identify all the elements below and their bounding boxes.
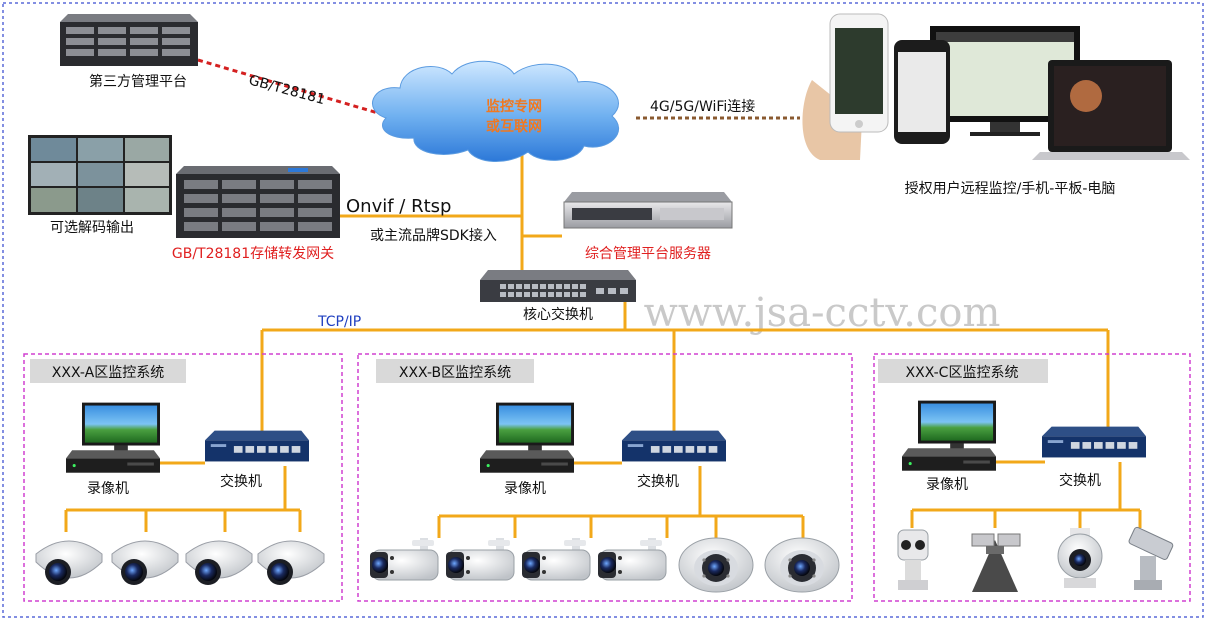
ir-dome-camera-icon xyxy=(764,537,840,593)
monitor-icon xyxy=(496,402,574,452)
monitor-icon xyxy=(82,402,160,452)
ptz-box-camera-icon xyxy=(1128,526,1174,590)
core-switch-label: 核心交换机 xyxy=(523,306,593,323)
zone-a-title: XXX-A区监控系统 xyxy=(52,365,164,381)
remote-users-label: 授权用户远程监控/手机-平板-电脑 xyxy=(905,180,1116,197)
third-party-server-icon xyxy=(60,14,198,66)
poe-switch-icon xyxy=(1042,426,1146,458)
mgmt-server-label: 综合管理平台服务器 xyxy=(585,246,711,262)
nvr-icon xyxy=(480,450,574,473)
ptz-thermal-camera-icon xyxy=(897,529,929,590)
zone-b-border xyxy=(357,353,853,602)
zone-b-title: XXX-B区监控系统 xyxy=(399,365,511,381)
network-cables xyxy=(64,155,1142,538)
zone-c-border xyxy=(873,353,1191,602)
core-switch-icon xyxy=(480,270,636,302)
zone-c-switch-label: 交换机 xyxy=(1059,472,1101,489)
nvr-icon xyxy=(902,448,996,471)
cloud-icon xyxy=(372,60,619,163)
video-wall-icon xyxy=(28,135,172,215)
zone-a-recorder-label: 录像机 xyxy=(87,481,129,497)
gb-link-label: GB/T28181 xyxy=(247,72,327,108)
monitor-icon xyxy=(918,400,996,450)
remote-devices-icon xyxy=(802,13,1190,160)
poe-switch-icon xyxy=(622,430,726,462)
sdk-label: 或主流品牌SDK接入 xyxy=(370,227,497,244)
zone-b-title-bg xyxy=(376,359,534,383)
zone-b: XXX-B区监控系统 录像机 交换机 xyxy=(357,353,853,602)
zone-a-switch-label: 交换机 xyxy=(220,473,262,490)
management-server-icon xyxy=(563,192,733,229)
dome-camera-icon xyxy=(185,540,253,586)
zone-a-title-bg xyxy=(30,359,186,383)
high-point-camera-icon xyxy=(971,533,1021,592)
third-party-label: 第三方管理平台 xyxy=(89,73,187,90)
bullet-camera-icon xyxy=(369,538,439,581)
gateway-label: GB/T28181存储转发网关 xyxy=(172,246,334,262)
bullet-camera-icon xyxy=(597,538,667,581)
gateway-storage-icon xyxy=(176,166,340,238)
zone-b-recorder-label: 录像机 xyxy=(504,481,546,497)
poe-switch-icon xyxy=(205,430,309,462)
cloud-label-line1: 监控专网 xyxy=(486,98,542,115)
zone-a: XXX-A区监控系统 录像机 交换机 xyxy=(23,353,343,602)
watermark-text: www.jsa-cctv.com xyxy=(644,290,1001,336)
speed-dome-camera-icon xyxy=(1057,528,1103,588)
tcpip-label: TCP/IP xyxy=(317,314,361,330)
zone-c: XXX-C区监控系统 录像机 交换机 xyxy=(873,353,1191,602)
nvr-icon xyxy=(66,450,160,473)
zone-a-border xyxy=(23,353,343,602)
zone-c-title-bg xyxy=(878,359,1048,383)
dome-camera-icon xyxy=(257,540,325,586)
dome-camera-icon xyxy=(111,540,179,586)
ir-dome-camera-icon xyxy=(678,537,754,593)
onvif-label: Onvif / Rtsp xyxy=(346,196,451,217)
bullet-camera-icon xyxy=(445,538,515,581)
gb-dashed-link xyxy=(197,58,379,115)
decode-output-label: 可选解码输出 xyxy=(50,220,134,236)
wifi-link-label: 4G/5G/WiFi连接 xyxy=(650,98,755,115)
zone-c-recorder-label: 录像机 xyxy=(926,477,968,493)
dome-camera-icon xyxy=(35,540,103,586)
zone-b-switch-label: 交换机 xyxy=(637,473,679,490)
zone-c-title: XXX-C区监控系统 xyxy=(906,365,1019,381)
cloud-label-line2: 或互联网 xyxy=(486,118,542,135)
bullet-camera-icon xyxy=(521,538,591,581)
